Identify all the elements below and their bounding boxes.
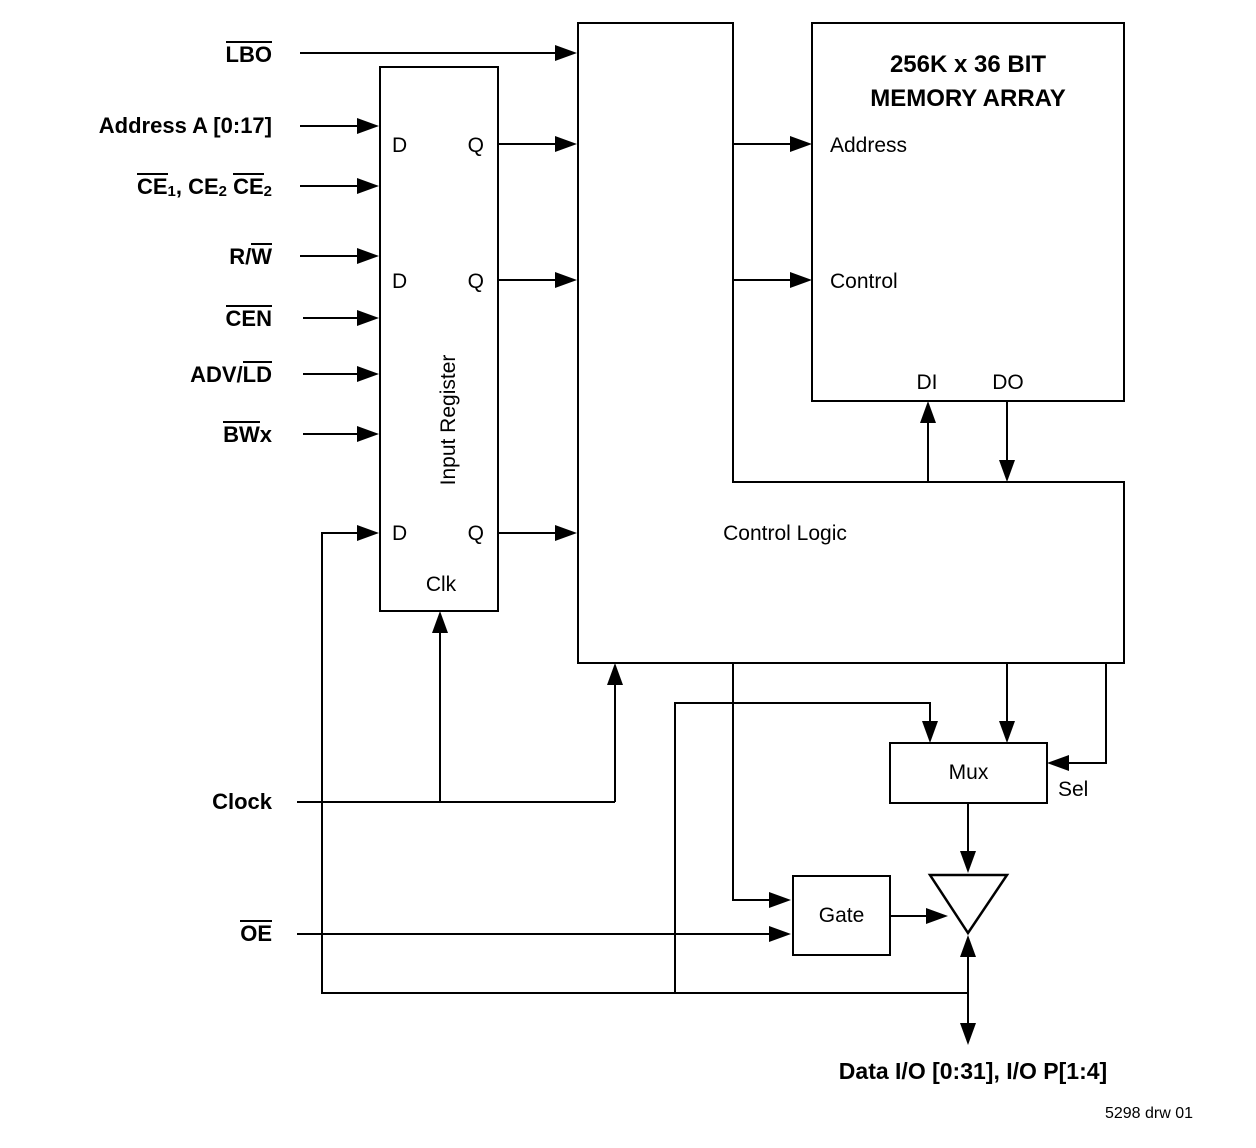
block-mux: Mux xyxy=(889,742,1048,804)
control-logic-edge-bottom xyxy=(577,662,1125,664)
mux-sel-label: Sel xyxy=(1058,778,1089,801)
arrow-control-logic-to-mux xyxy=(999,721,1015,743)
input-register-q1-label: Q xyxy=(467,134,484,157)
memory-array-control-port-label: Control xyxy=(830,270,898,293)
line-rw-in xyxy=(300,255,357,257)
line-sel-vertical xyxy=(1105,662,1107,764)
signal-label-cen: CEN xyxy=(225,305,272,331)
arrow-gate-to-buffer xyxy=(926,908,948,924)
gate-label: Gate xyxy=(818,903,865,927)
input-register-d2-label: D xyxy=(392,270,408,293)
line-control-logic-to-gate-horizontal xyxy=(732,899,769,901)
control-logic-edge-step xyxy=(732,481,1124,483)
control-logic-edge-right-upper xyxy=(732,22,734,483)
signal-label-bwx: BWx xyxy=(223,421,272,447)
line-clock-to-clk xyxy=(439,633,441,802)
arrow-lbo xyxy=(555,45,577,61)
memory-array-address-port-label: Address xyxy=(830,134,908,157)
line-address-to-memory xyxy=(733,143,790,145)
line-feedback-to-d3 xyxy=(321,532,357,534)
line-oe-to-gate xyxy=(297,933,769,935)
arrow-address-to-memory xyxy=(790,136,812,152)
line-sel-horizontal xyxy=(1069,762,1107,764)
arrow-q1-out xyxy=(555,136,577,152)
input-register-title: Input Register xyxy=(437,354,460,486)
signal-label-oe: OE xyxy=(240,920,272,946)
line-bwx-in xyxy=(303,433,357,435)
arrow-io-into-buffer xyxy=(960,935,976,957)
line-lbo xyxy=(300,52,556,54)
line-q3-out xyxy=(498,532,555,534)
line-feedback-bottom xyxy=(321,992,968,994)
arrow-q2-out xyxy=(555,272,577,288)
line-feedback-to-mux xyxy=(929,702,931,721)
line-feedback-branch-horizontal xyxy=(674,702,931,704)
line-do xyxy=(1006,401,1008,460)
line-clock-horizontal xyxy=(297,801,615,803)
line-gate-to-buffer xyxy=(890,915,926,917)
arrow-control-logic-to-gate xyxy=(769,892,791,908)
control-logic-title: Control Logic xyxy=(723,522,847,545)
line-cen-in xyxy=(303,317,357,319)
signal-label-clock: Clock xyxy=(212,789,272,814)
arrow-control-to-memory xyxy=(790,272,812,288)
arrow-do xyxy=(999,460,1015,482)
arrow-di xyxy=(920,401,936,423)
arrow-io-out xyxy=(960,1023,976,1045)
line-q2-out xyxy=(498,279,555,281)
data-io-label: Data I/O [0:31], I/O P[1:4] xyxy=(838,1058,1108,1084)
output-buffer-triangle xyxy=(927,873,1010,936)
memory-array-do-label: DO xyxy=(992,371,1024,394)
signal-label-address: Address A [0:17] xyxy=(98,113,272,138)
block-memory-array xyxy=(811,22,1125,402)
input-register-q3-label: Q xyxy=(467,522,484,545)
arrow-sel xyxy=(1047,755,1069,771)
line-q1-out xyxy=(498,143,555,145)
control-logic-edge-top xyxy=(578,22,733,24)
block-input-register xyxy=(379,66,499,612)
control-logic-edge-right-lower xyxy=(1123,481,1125,664)
arrow-oe-to-gate xyxy=(769,926,791,942)
drawing-number: 5298 drw 01 xyxy=(1104,1105,1193,1122)
line-control-to-memory xyxy=(733,279,790,281)
memory-array-di-label: DI xyxy=(916,371,938,394)
arrow-q3-out xyxy=(555,525,577,541)
arrow-rw-in xyxy=(357,248,379,264)
input-register-q2-label: Q xyxy=(467,270,484,293)
control-logic-edge-left xyxy=(577,22,579,664)
arrow-clock-to-control-logic xyxy=(607,663,623,685)
line-control-logic-to-mux xyxy=(1006,663,1008,721)
mux-label: Mux xyxy=(948,761,989,784)
arrow-feedback-to-d3 xyxy=(357,525,379,541)
line-feedback-vertical-left xyxy=(321,532,323,994)
line-io-vertical xyxy=(967,951,969,1023)
line-feedback-branch-vertical xyxy=(674,702,676,994)
signal-label-ce: CE1, CE2 CE2 xyxy=(136,173,272,200)
line-address-in xyxy=(300,125,357,127)
arrow-feedback-to-mux xyxy=(922,721,938,743)
arrow-advld-in xyxy=(357,366,379,382)
arrow-clock-to-clk xyxy=(432,611,448,633)
input-register-d1-label: D xyxy=(392,134,408,157)
input-register-clk-label: Clk xyxy=(425,573,457,596)
signal-label-lbo: LBO xyxy=(225,41,272,67)
block-gate: Gate xyxy=(792,875,891,956)
signal-label-rw: R/W xyxy=(229,243,272,269)
signal-label-advld: ADV/LD xyxy=(190,361,272,387)
line-advld-in xyxy=(303,373,357,375)
line-ce-in xyxy=(300,185,357,187)
arrow-mux-to-buffer xyxy=(960,851,976,873)
memory-array-title-line2: MEMORY ARRAY xyxy=(870,85,1066,112)
input-register-d3-label: D xyxy=(392,522,408,545)
memory-array-title-line1: 256K x 36 BIT xyxy=(889,51,1047,78)
arrow-ce-in xyxy=(357,178,379,194)
arrow-address-in xyxy=(357,118,379,134)
line-clock-to-control-logic xyxy=(614,685,616,802)
line-di xyxy=(927,423,929,482)
line-control-logic-to-gate-vertical xyxy=(732,663,734,901)
arrow-bwx-in xyxy=(357,426,379,442)
line-mux-to-buffer xyxy=(967,803,969,851)
arrow-cen-in xyxy=(357,310,379,326)
